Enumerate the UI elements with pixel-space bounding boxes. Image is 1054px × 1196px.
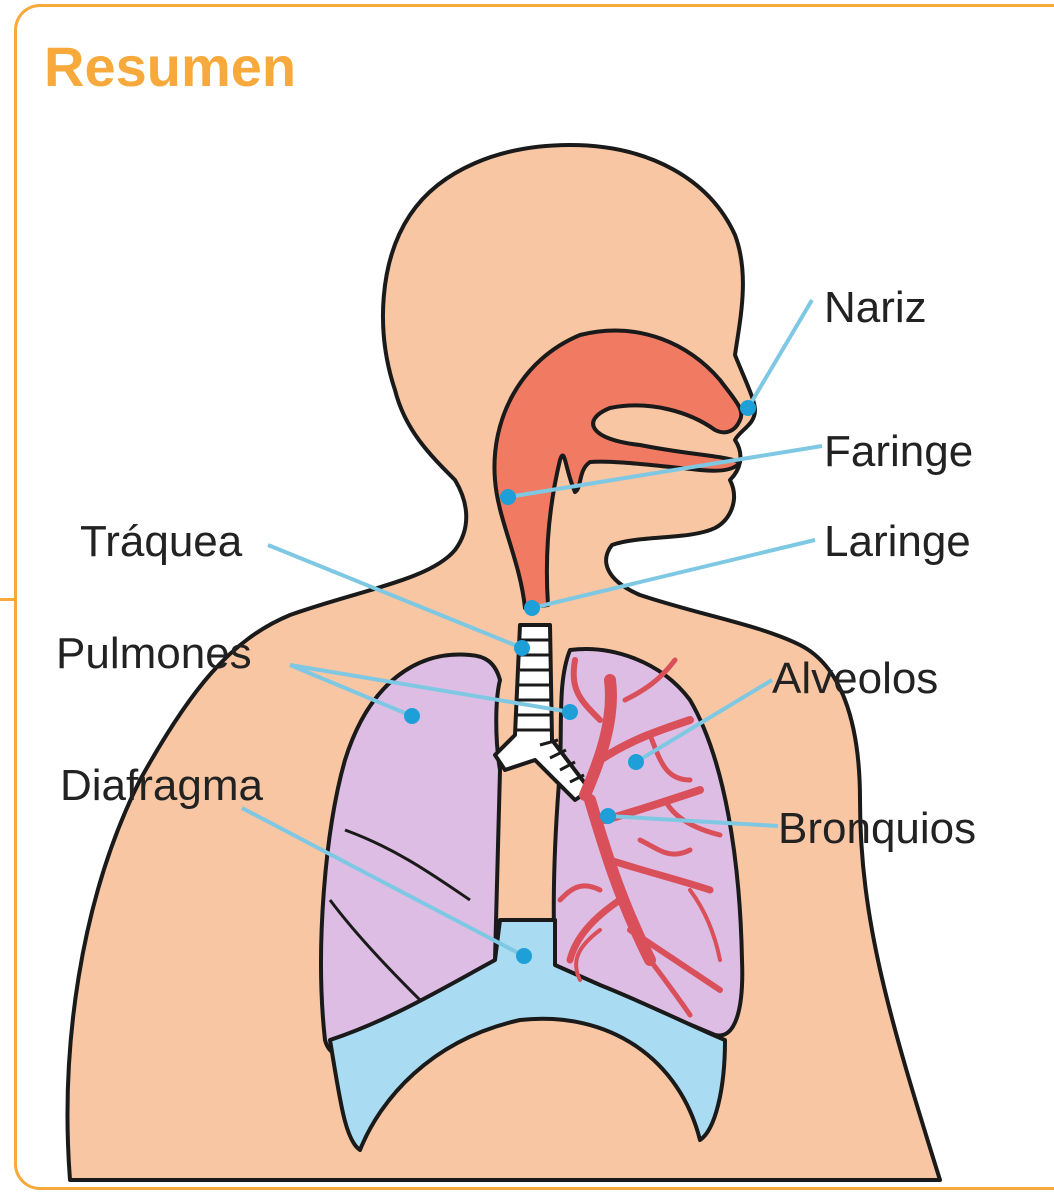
label-diafragma: Diafragma (60, 761, 263, 810)
pulmon-right-dot (562, 704, 578, 720)
laringe-dot (524, 600, 540, 616)
label-faringe: Faringe (824, 427, 973, 476)
label-traquea: Tráquea (80, 517, 243, 566)
faringe-dot (500, 489, 516, 505)
label-bronquios: Bronquios (778, 804, 976, 853)
bronquios-dot (600, 808, 616, 824)
alveolos-dot (628, 754, 644, 770)
label-alveolos: Alveolos (772, 654, 938, 703)
pulmon-left-dot (404, 708, 420, 724)
label-pulmones: Pulmones (56, 629, 252, 678)
traquea-dot (514, 640, 530, 656)
diafragma-dot (516, 948, 532, 964)
nariz-dot (740, 400, 756, 416)
label-laringe: Laringe (824, 517, 971, 566)
label-nariz: Nariz (824, 283, 927, 332)
